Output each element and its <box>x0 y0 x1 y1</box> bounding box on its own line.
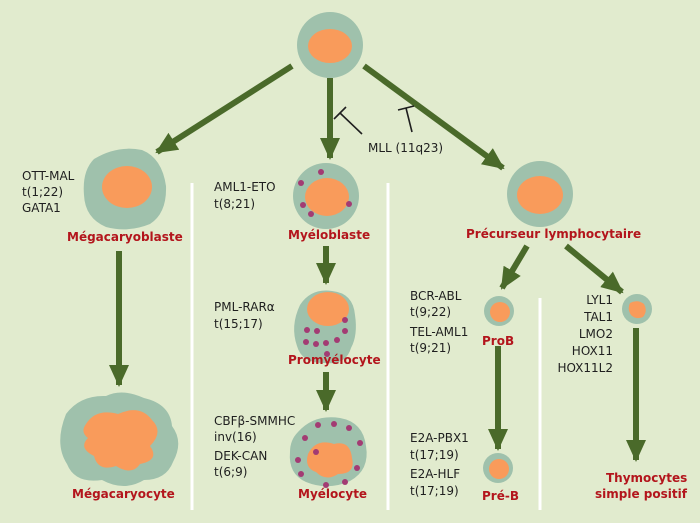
mll-label: MLL (11q23) <box>368 141 443 155</box>
nucleus <box>307 292 349 326</box>
gene-label: t(15;17) <box>214 317 263 331</box>
gene-label: t(9;22) <box>410 305 451 319</box>
nucleus <box>628 301 646 319</box>
prob-label: ProB <box>482 334 514 348</box>
genes-prob: BCR-ABL t(9;22) TEL-AML1 t(9;21) <box>409 289 468 355</box>
column-dividers <box>190 183 542 510</box>
gene-label: LMO2 <box>579 327 613 341</box>
promyelocyte-label: Promyélocyte <box>288 353 381 367</box>
gene-label: t(8;21) <box>214 197 255 211</box>
thymocytes-label-line2: simple positif <box>595 487 688 501</box>
megakaryocyte-cell <box>60 392 179 486</box>
myeloblast-cell <box>293 163 359 229</box>
nucleus <box>489 459 509 479</box>
nucleus <box>517 176 563 214</box>
lymphoid-precursor-cell <box>507 161 573 227</box>
gene-label: CBFβ-SMMHC <box>214 414 295 428</box>
gene-label: t(6;9) <box>214 465 247 479</box>
gene-label: DEK-CAN <box>214 449 267 463</box>
gene-label: GATA1 <box>22 201 61 215</box>
promyelocyte-cell <box>294 290 356 364</box>
genes-preb: E2A-PBX1 t(17;19) E2A-HLF t(17;19) <box>410 431 469 498</box>
granules <box>303 317 348 357</box>
arrow-stem-to-lymph-precursor <box>362 63 505 171</box>
myelocyte-cell <box>289 417 367 488</box>
gene-label: inv(16) <box>214 430 257 444</box>
inhibition-bar <box>333 106 347 120</box>
inhibition-bar <box>397 105 415 111</box>
stem-cell <box>297 12 363 78</box>
thymocyte-cell <box>622 294 652 324</box>
inhibition-line <box>339 112 363 135</box>
differentiation-arrows <box>109 63 646 462</box>
arrow-lymph-to-thymocyte <box>564 243 624 295</box>
gene-label: t(17;19) <box>410 448 459 462</box>
mll-inhibition <box>333 105 415 135</box>
nucleus <box>102 166 152 208</box>
megakaryoblast-label: Mégacaryoblaste <box>67 230 183 244</box>
genes-megakaryoblast: OTT-MAL t(1;22) GATA1 <box>22 169 75 215</box>
nucleus <box>490 302 510 322</box>
lymph-precursor-label: Précurseur lymphocytaire <box>466 227 641 241</box>
megakaryocyte-label: Mégacaryocyte <box>72 487 175 501</box>
preb-cell <box>483 453 513 483</box>
genes-myelocyte: CBFβ-SMMHC inv(16) DEK-CAN t(6;9) <box>214 414 295 479</box>
gene-label: E2A-PBX1 <box>410 431 469 445</box>
arrow-lymph-to-prob <box>499 244 530 290</box>
granules <box>298 169 352 217</box>
inhibition-line <box>405 107 413 133</box>
genes-thymocytes: LYL1 TAL1 LMO2 HOX11 HOX11L2 <box>557 293 613 375</box>
nucleus <box>308 29 352 63</box>
arrow-stem-to-megakaryoblast <box>155 63 294 155</box>
gene-label: AML1-ETO <box>214 180 276 194</box>
thymocytes-label-line1: Thymocytes <box>606 471 687 485</box>
genes-promyelocyte: PML-RARα t(15;17) <box>214 300 275 331</box>
nucleus <box>83 410 158 471</box>
nucleus <box>305 178 349 216</box>
gene-label: LYL1 <box>586 293 613 307</box>
prob-cell <box>484 296 514 326</box>
gene-label: OTT-MAL <box>22 169 75 183</box>
gene-label: BCR-ABL <box>410 289 462 303</box>
gene-label: TAL1 <box>583 310 613 324</box>
gene-label: t(9;21) <box>410 341 451 355</box>
gene-label: E2A-HLF <box>410 467 460 481</box>
gene-label: HOX11L2 <box>557 361 613 375</box>
gene-label: t(1;22) <box>22 185 63 199</box>
myelocyte-label: Myélocyte <box>298 487 367 501</box>
gene-label: t(17;19) <box>410 484 459 498</box>
myeloblast-label: Myéloblaste <box>288 228 370 242</box>
granules <box>295 421 363 488</box>
gene-label: TEL-AML1 <box>409 325 468 339</box>
megakaryoblast-cell <box>83 148 167 230</box>
preb-label: Pré-B <box>482 489 519 503</box>
gene-label: PML-RARα <box>214 300 275 314</box>
gene-label: HOX11 <box>572 344 613 358</box>
genes-myeloblast: AML1-ETO t(8;21) <box>214 180 276 211</box>
